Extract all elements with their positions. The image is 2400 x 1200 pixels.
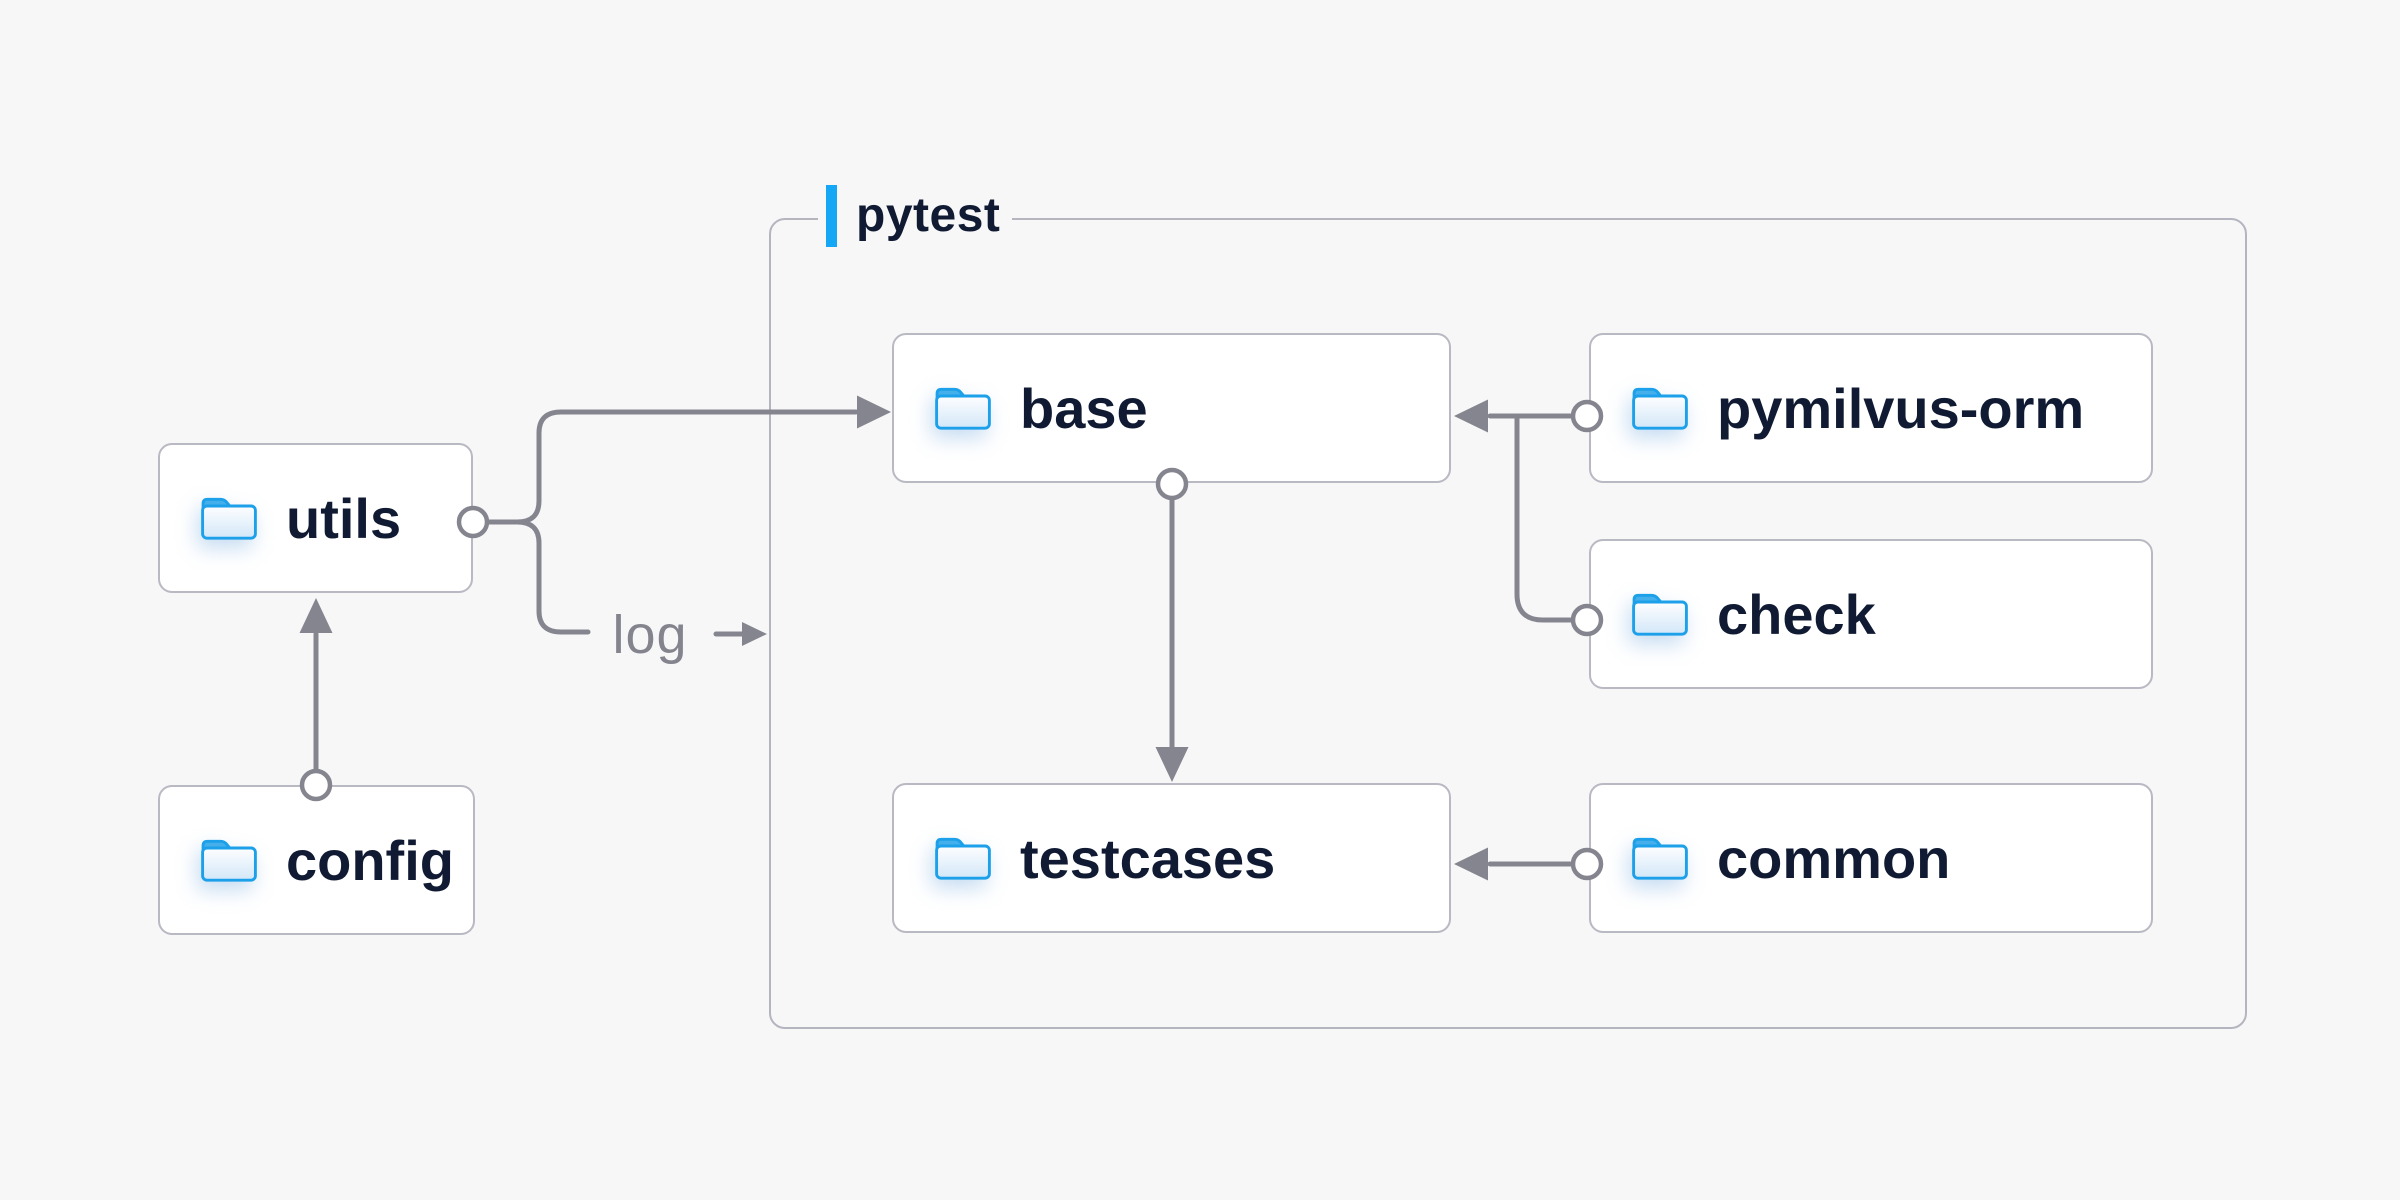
node-pymilvus-orm: pymilvus-orm — [1589, 333, 2153, 483]
log-edge-label: log — [612, 605, 688, 665]
node-utils-label: utils — [286, 486, 402, 550]
node-check: check — [1589, 539, 2153, 689]
node-utils: utils — [158, 443, 473, 593]
folder-icon — [198, 836, 260, 884]
folder-icon — [198, 494, 260, 542]
arrowhead-up — [299, 598, 333, 633]
folder-icon — [1629, 590, 1691, 638]
pytest-group-label: pytest — [818, 184, 1013, 248]
node-pymilvus-orm-label: pymilvus-orm — [1717, 376, 2085, 440]
folder-icon — [932, 384, 994, 432]
pytest-group-title: pytest — [856, 189, 1001, 242]
node-check-label: check — [1717, 582, 1876, 646]
node-config-label: config — [286, 828, 454, 892]
folder-icon — [932, 834, 994, 882]
log-arrowhead — [742, 622, 767, 646]
node-testcases-label: testcases — [1020, 826, 1276, 890]
node-config: config — [158, 785, 475, 935]
node-common-label: common — [1717, 826, 1951, 890]
folder-icon — [1629, 384, 1691, 432]
node-common: common — [1589, 783, 2153, 933]
folder-icon — [1629, 834, 1691, 882]
pytest-group-frame — [769, 218, 2247, 1029]
node-base-label: base — [1020, 376, 1148, 440]
node-testcases: testcases — [892, 783, 1451, 933]
accent-bar — [826, 185, 837, 247]
edge-utils-log — [514, 519, 591, 635]
node-base: base — [892, 333, 1451, 483]
